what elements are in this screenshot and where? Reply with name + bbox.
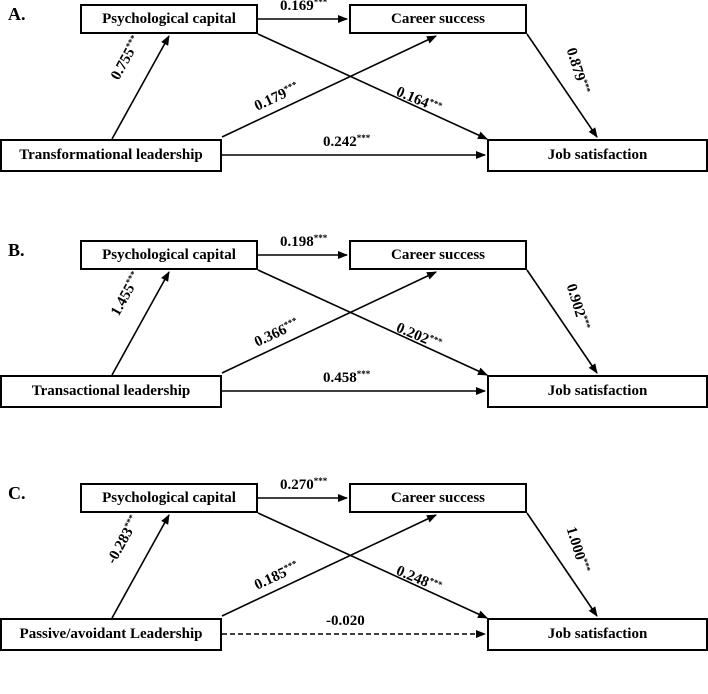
job-satisfaction-box: Job satisfaction — [487, 618, 708, 651]
coef-psych-career: 0.198*** — [280, 233, 328, 250]
panel-label: B. — [8, 240, 25, 260]
arrow-psych-job — [257, 33, 488, 140]
arrow-leader-psych — [111, 271, 170, 376]
psychological-capital-box: Psychological capital — [80, 4, 258, 34]
arrow-career-job — [526, 33, 598, 138]
panel-label: A. — [8, 4, 26, 24]
arrow-leader-career — [221, 514, 437, 617]
arrow-leader-career — [221, 35, 437, 138]
leadership-box: Passive/avoidant Leadership — [0, 618, 222, 651]
arrow-career-job — [526, 512, 598, 617]
leadership-box: Transactional leadership — [0, 375, 222, 408]
career-success-box: Career success — [349, 4, 527, 34]
coef-psych-career: 0.169*** — [280, 0, 328, 14]
job-satisfaction-box: Job satisfaction — [487, 139, 708, 172]
coef-psych-career: 0.270*** — [280, 476, 328, 493]
path-arrows — [111, 15, 598, 159]
arrow-leader-psych — [111, 35, 170, 140]
psychological-capital-box: Psychological capital — [80, 240, 258, 270]
arrow-career-job — [526, 269, 598, 374]
arrow-leader-psych — [111, 514, 170, 619]
panel-label: C. — [8, 483, 26, 503]
panel-a: A. Psychological capital Career success … — [0, 0, 708, 215]
leadership-box: Transformational leadership — [0, 139, 222, 172]
arrow-psych-job — [257, 269, 488, 376]
arrow-psych-job — [257, 512, 488, 619]
career-success-box: Career success — [349, 483, 527, 513]
panel-b: B. Psychological capital Career success … — [0, 233, 708, 451]
coef-leader-job: -0.020 — [326, 613, 365, 629]
coef-leader-job: 0.242*** — [323, 133, 371, 150]
panel-c: C. Psychological capital Career success … — [0, 476, 708, 694]
coef-leader-job: 0.458*** — [323, 369, 371, 386]
job-satisfaction-box: Job satisfaction — [487, 375, 708, 408]
psychological-capital-box: Psychological capital — [80, 483, 258, 513]
arrow-leader-career — [221, 271, 437, 374]
career-success-box: Career success — [349, 240, 527, 270]
path-arrows — [111, 494, 598, 638]
path-arrows — [111, 251, 598, 395]
